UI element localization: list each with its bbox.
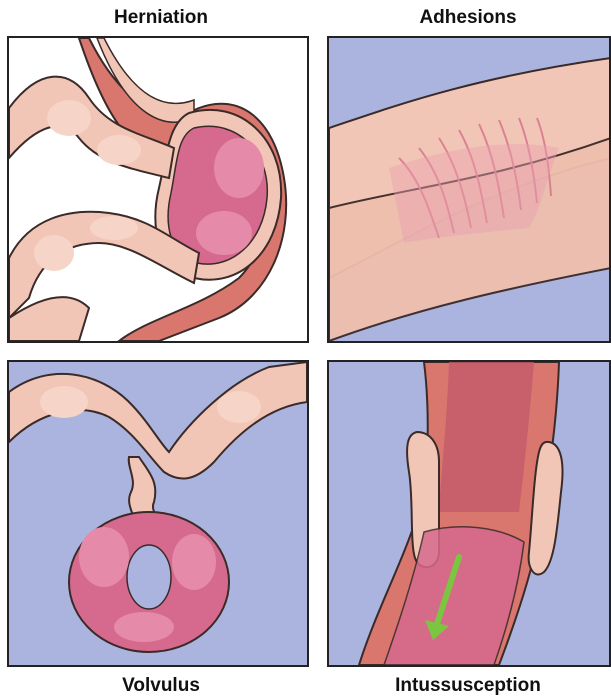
herniation-panel [7, 36, 309, 343]
adhesions-label: Adhesions [323, 7, 611, 29]
intussusception-panel [327, 360, 611, 667]
intussusception-illustration [329, 362, 611, 665]
herniation-label: Herniation [16, 7, 306, 29]
adhesions-panel [327, 36, 611, 343]
herniation-illustration [9, 38, 307, 341]
volvulus-panel [7, 360, 309, 667]
intussusception-label: Intussusception [323, 675, 611, 697]
volvulus-label: Volvulus [16, 675, 306, 697]
volvulus-illustration [9, 362, 307, 665]
adhesions-illustration [329, 38, 611, 341]
